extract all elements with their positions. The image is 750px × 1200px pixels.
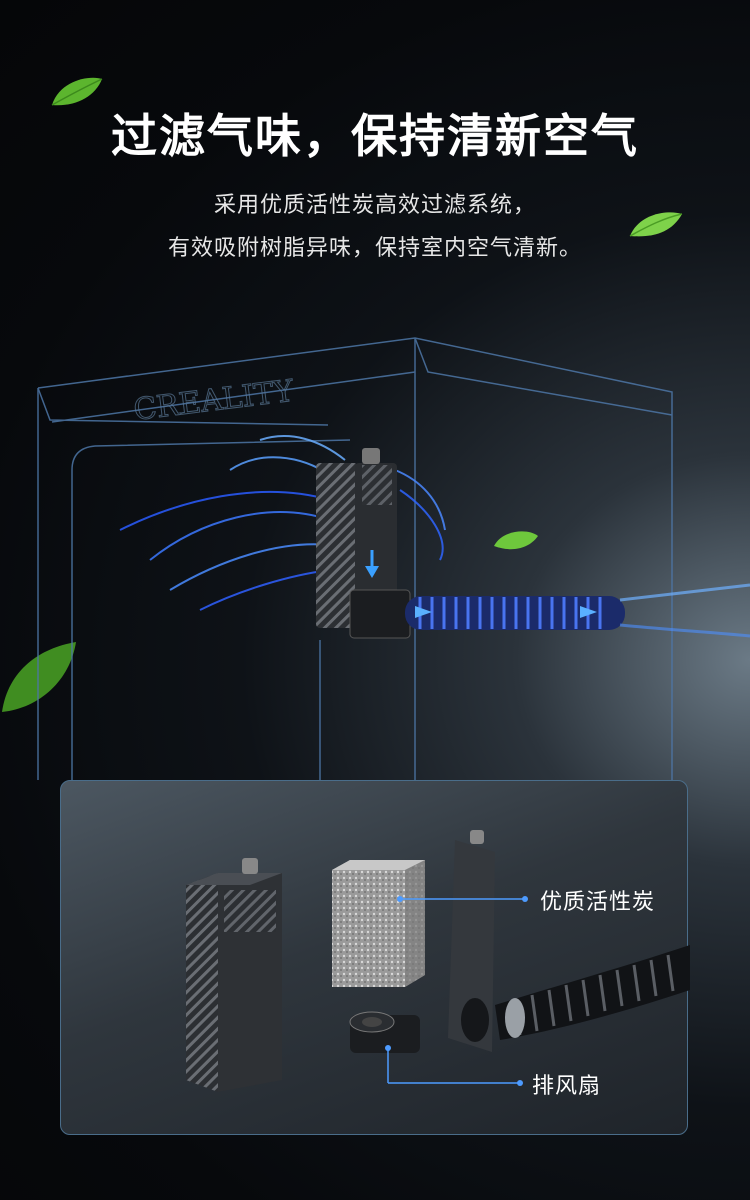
exhaust-fan [349,1011,420,1053]
page-title: 过滤气味，保持清新空气 [111,109,639,163]
filter-housing-part [186,858,282,1092]
enclosure-frame [37,337,673,780]
leaf-icon [2,642,76,712]
carbon-label: 优质活性炭 [540,890,656,915]
leaf-icon [494,531,538,550]
hose-part [495,945,690,1040]
subtitle-line-2: 有效吸附树脂异味，保持室内空气清新。 [167,236,582,261]
back-plate [448,830,495,1052]
carbon-block [332,860,425,987]
leaf-icon [51,77,103,106]
filter-housing [316,463,358,628]
fan-label: 排风扇 [532,1074,602,1099]
subtitle-line-1: 采用优质活性炭高效过滤系统， [213,193,536,218]
leaf-icon [629,212,683,237]
